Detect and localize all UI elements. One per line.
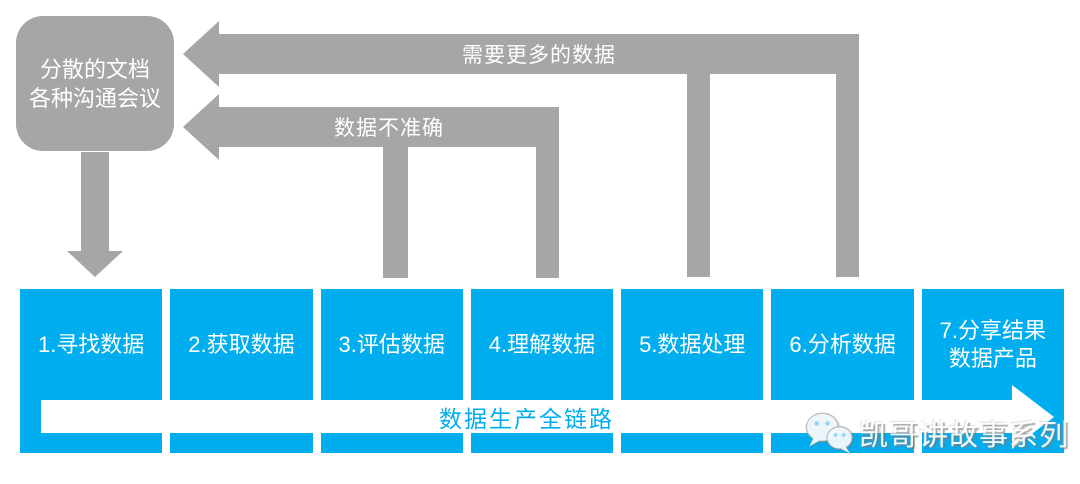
- process-step-label: 5.数据处理: [639, 331, 746, 357]
- feedback-arrow1-left-arrowhead-icon: [183, 21, 219, 87]
- watermark: 凯哥讲故事系列: [804, 410, 1069, 456]
- process-step-label: 1.寻找数据: [37, 331, 145, 357]
- source-box-line1: 分散的文档: [39, 56, 150, 82]
- down-arrow-head-icon: [67, 251, 123, 277]
- watermark-label: 凯哥讲故事系列: [859, 420, 1070, 452]
- process-step-label: 3.评估数据: [338, 331, 445, 357]
- feedback-arrow2-drop-from-step3: [383, 146, 408, 278]
- process-step-label: 7.分享结果 数据产品: [939, 317, 1046, 371]
- feedback-arrow1-drop-from-step6: [836, 34, 859, 277]
- feedback-arrow2-left-arrowhead-icon: [183, 94, 219, 160]
- down-arrow-shaft: [81, 152, 109, 251]
- feedback-arrow1-label: 需要更多的数据: [462, 44, 616, 67]
- pipeline-arrow-right-arrowhead-icon: [1012, 385, 1054, 449]
- feedback-arrow1-need-more-data: 需要更多的数据: [219, 34, 859, 74]
- feedback-arrow2-label: 数据不准确: [334, 117, 444, 140]
- process-step-label: 6.分析数据: [789, 331, 896, 357]
- pipeline-arrow-band: 数据生产全链路: [41, 400, 1012, 433]
- source-box: 分散的文档 各种沟通会议: [16, 16, 174, 151]
- feedback-arrow2-drop-from-step4: [536, 107, 559, 278]
- feedback-arrow1-drop-from-step5: [687, 73, 710, 277]
- process-step-label: 2.获取数据: [188, 331, 295, 357]
- process-step-label: 4.理解数据: [488, 331, 596, 357]
- pipeline-arrow-label: 数据生产全链路: [439, 405, 614, 432]
- feedback-arrow2-data-inaccurate: 数据不准确: [219, 107, 559, 147]
- wechat-icon: [805, 412, 853, 454]
- source-box-line2: 各种沟通会议: [28, 85, 161, 111]
